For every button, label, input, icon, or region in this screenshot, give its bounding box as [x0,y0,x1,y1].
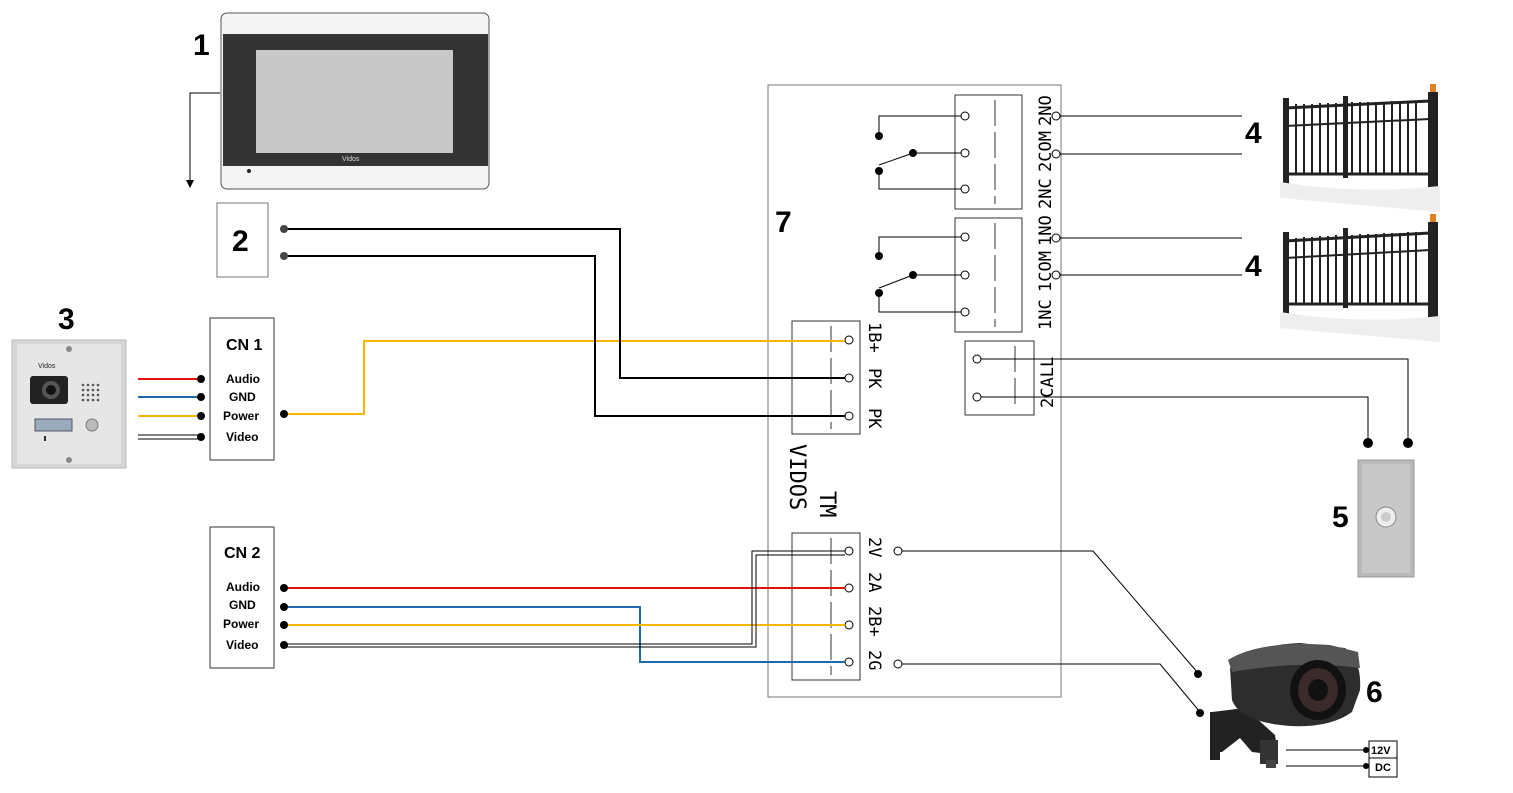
label-outdoor-panel: 3 [58,303,75,336]
wire-cn2-gnd [284,606,845,663]
cn1-pin-audio: Audio [226,372,260,386]
relay-1 [875,217,1023,333]
wire-psu-pk1 [284,228,845,379]
label-gate-a: 4 [1245,117,1262,150]
wire-cn2-video-b [284,554,845,648]
cn2-pin-gnd: GND [229,598,256,612]
label-button: 5 [1332,501,1349,534]
wire-camera-gnd [902,663,1201,713]
label-power-supply: 2 [232,225,249,258]
monitor-brand: Vidos [342,156,360,163]
wire-psu-pk2 [284,255,845,417]
term-pk-2: PK [864,408,884,429]
cn1-pin-power: Power [223,409,259,423]
panel-leads [138,375,205,441]
cn1-connector: CN 1 Audio GND Power Video [209,317,275,461]
controller-brand: VIDOS [784,444,809,510]
gate-icon [1280,214,1440,342]
cn2-pin-video: Video [226,638,258,652]
label-controller: 7 [775,206,792,239]
label-monitor: 1 [193,29,210,62]
call-terminal-block: 2CALL [964,340,1058,416]
wire-call-2 [981,396,1369,441]
panel-brand: Vidos [38,363,56,370]
term-1b-plus: 1B+ [864,322,884,353]
cn2-pin-power: Power [223,617,259,631]
relay-terminal-dots [1051,111,1061,280]
monitor-arrow [189,92,220,183]
monitor-icon: Vidos [220,12,490,190]
term-2call: 2CALL [1038,357,1058,408]
controller-tm: TM [814,491,839,518]
term-1nc: 1NC [1036,299,1056,330]
label-gate-b: 4 [1245,250,1262,283]
cn1-title: CN 1 [226,337,263,354]
output-terminal-block: 2V 2A 2B+ 2G [791,532,884,681]
term-2g: 2G [864,650,884,670]
wire-cn1-power [284,340,845,415]
term-1com: 1COM [1036,251,1056,292]
outdoor-panel-icon: Vidos [11,339,127,469]
doorbell-button-icon [1357,459,1415,578]
cn2-connector: CN 2 Audio GND Power Video [209,526,275,669]
camera-icon [1210,643,1361,768]
relay-2 [875,94,1023,210]
term-2a: 2A [864,572,884,592]
term-2no: 2NO [1036,95,1056,126]
camera-psu-type: DC [1375,762,1391,774]
power-supply-box: 2 [216,202,269,278]
term-1no: 1NO [1036,215,1056,246]
wire-cn2-video-a [284,550,845,645]
relay-terminal-labels: 2NO 2COM 2NC 1NO 1COM 1NC [1036,95,1056,330]
camera-psu-voltage: 12V [1371,745,1391,757]
term-pk-1: PK [864,368,884,389]
camera-psu-box: 12V DC [1368,740,1398,778]
cn2-title: CN 2 [224,545,261,562]
term-2v: 2V [864,537,884,557]
gate-wires [1060,115,1242,276]
wire-camera-video [902,550,1199,674]
wire-call-1 [981,358,1409,441]
term-2nc: 2NC [1036,178,1056,209]
cn2-pin-audio: Audio [226,580,260,594]
cn1-pin-gnd: GND [229,390,256,404]
gate-icon [1280,84,1440,212]
label-camera: 6 [1366,676,1383,709]
cn1-pin-video: Video [226,430,258,444]
term-2com: 2COM [1036,131,1056,172]
term-2b-plus: 2B+ [864,606,884,637]
